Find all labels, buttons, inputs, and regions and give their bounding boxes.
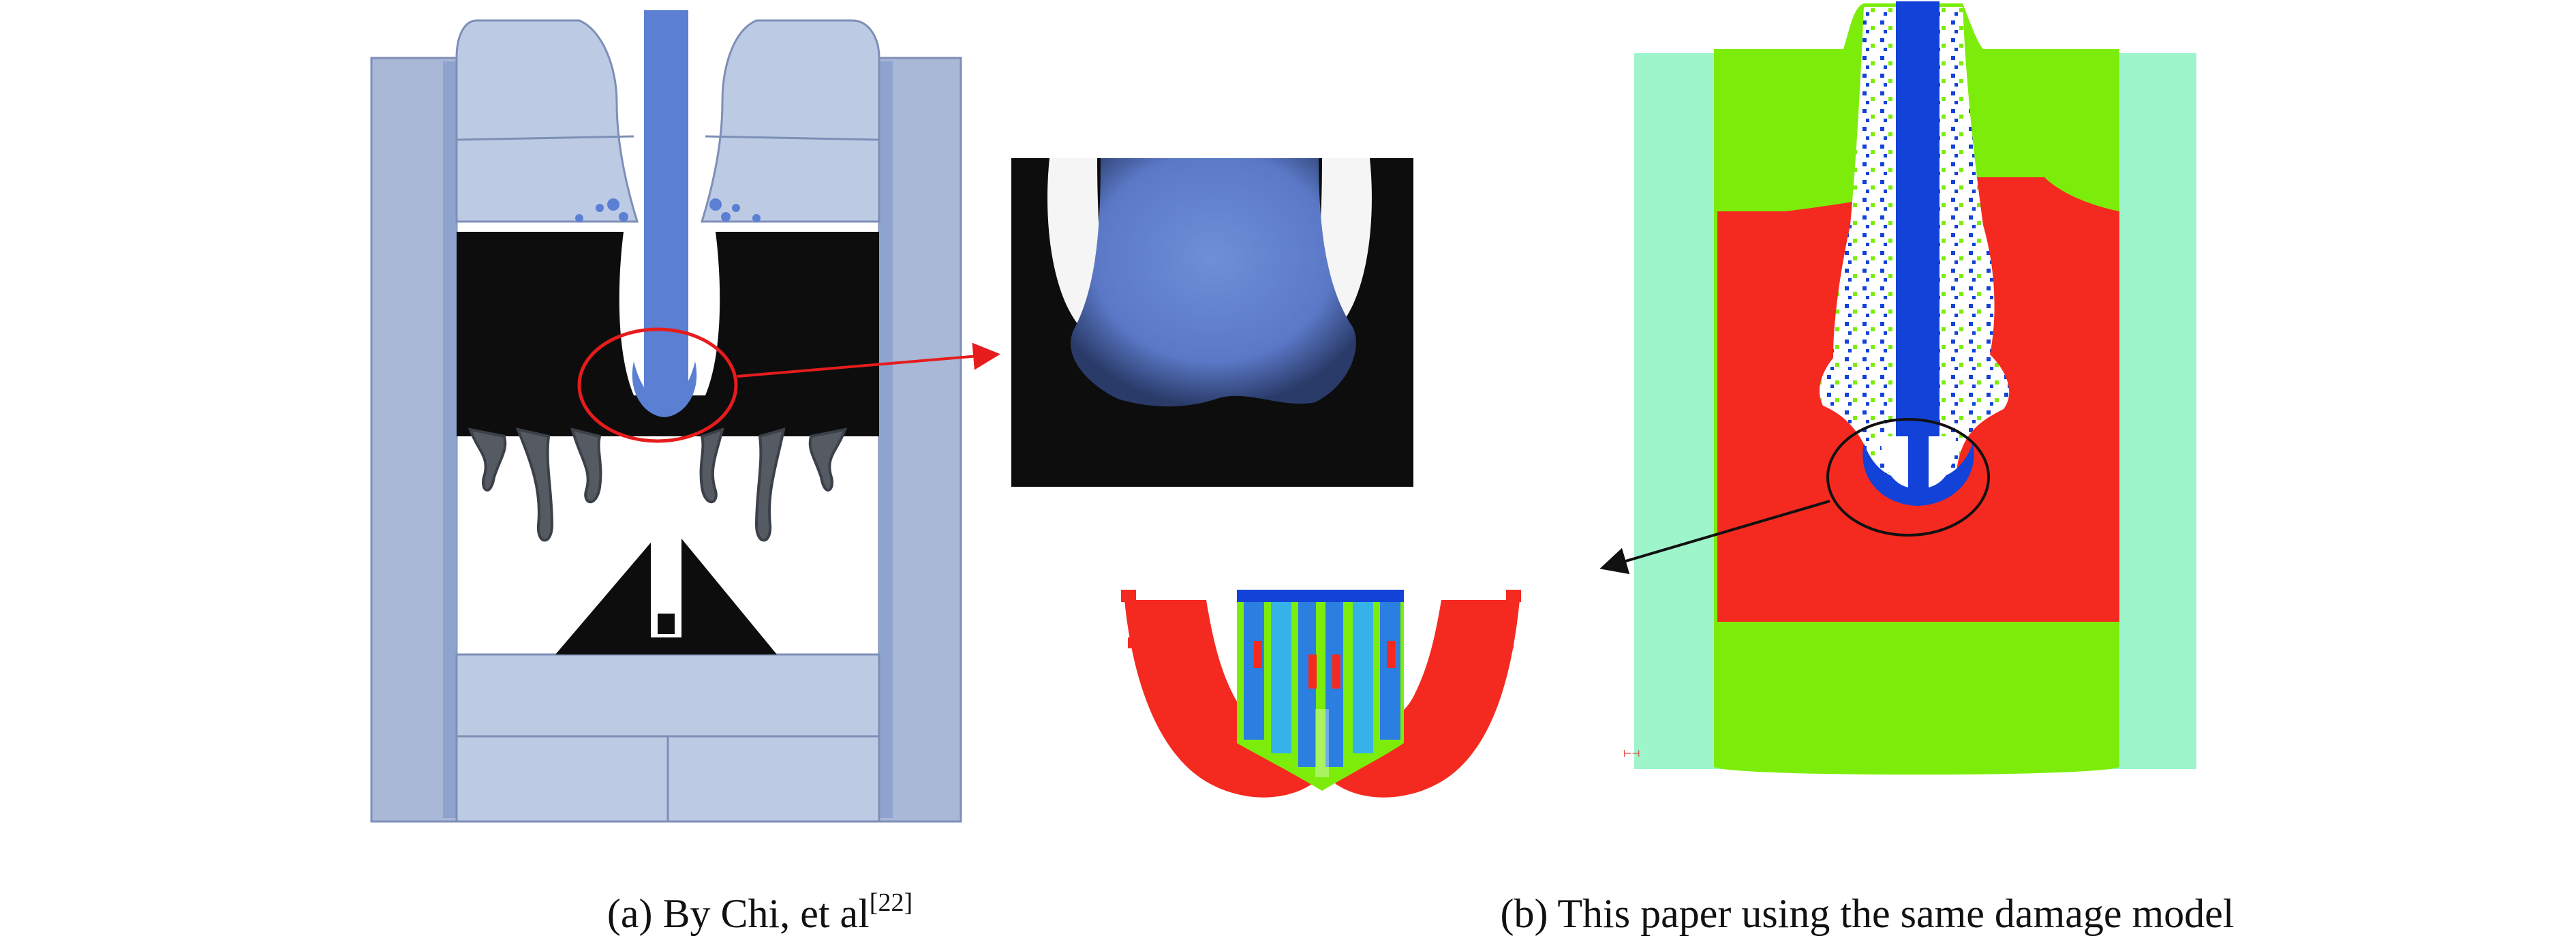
panel-a-top-plate-left (455, 19, 639, 223)
panel-a-left-column (370, 57, 458, 823)
svg-text:⊢⊣: ⊢⊣ (1623, 748, 1640, 759)
caption-panel-a: (a) By Chi, et al[22] (607, 888, 913, 936)
panel-a-projectile (644, 10, 688, 412)
panel-a-top-plate-right (700, 19, 880, 223)
caption-panel-a-citation: [22] (870, 888, 913, 917)
caption-panel-a-text: (a) By Chi, et al (607, 891, 870, 936)
panel-b-projectile (1896, 1, 1939, 501)
panel-b-highlight-ellipse (1826, 418, 1990, 537)
panel-a-zoom-arrow (737, 342, 1000, 378)
panel-b-simulation: ⊢⊣ (1623, 1, 2196, 775)
panel-b-zoom-arrow (1599, 500, 1830, 575)
panel-a-fragments (575, 198, 761, 222)
panel-b-zoom-inset (1121, 590, 1521, 798)
panel-a-zoom-inset (1011, 158, 1413, 487)
panel-a-simulation (370, 10, 962, 823)
panel-a-highlight-ellipse (577, 327, 738, 443)
panel-a-black-layer (457, 232, 879, 436)
panel-b-inset-stripes (1237, 590, 1404, 777)
panel-a-debris (468, 427, 847, 542)
caption-panel-b: (b) This paper using the same damage mod… (1501, 891, 2235, 936)
